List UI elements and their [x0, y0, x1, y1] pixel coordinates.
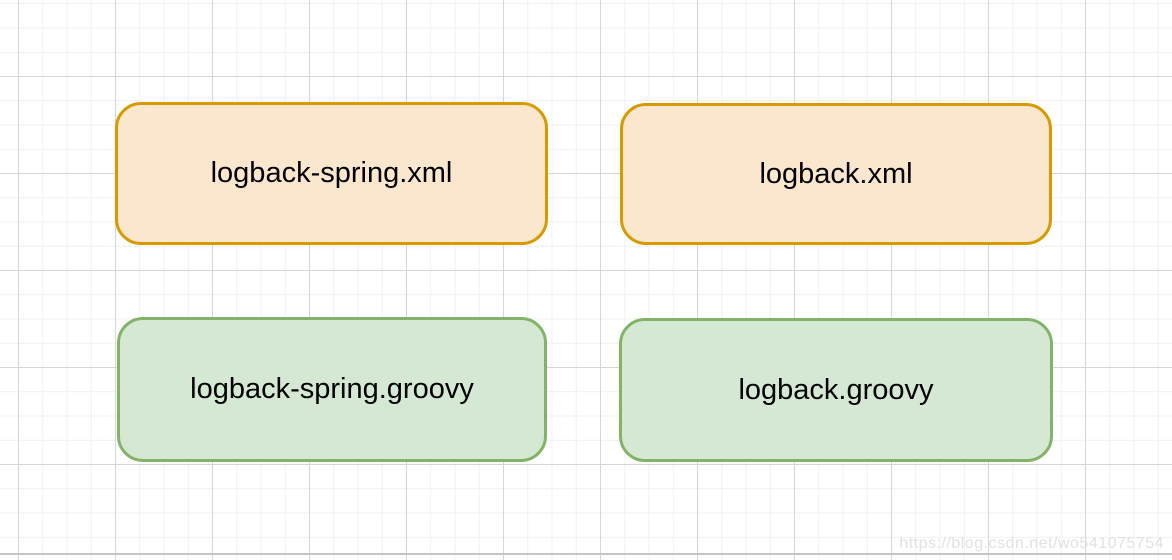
node-label: logback-spring.xml [210, 157, 453, 190]
diagram-node-logback-xml: logback.xml [620, 103, 1052, 245]
watermark-url: https://blog.csdn.net/wo541075754 [899, 535, 1164, 552]
diagram-node-logback-spring-groovy: logback-spring.groovy [117, 317, 547, 462]
diagram-node-logback-groovy: logback.groovy [619, 318, 1053, 462]
diagram-node-logback-spring-xml: logback-spring.xml [115, 102, 548, 245]
node-label: logback-spring.groovy [190, 373, 474, 406]
node-label: logback.groovy [738, 373, 934, 406]
node-label: logback.xml [759, 157, 913, 190]
page-boundary-line [0, 553, 1172, 555]
